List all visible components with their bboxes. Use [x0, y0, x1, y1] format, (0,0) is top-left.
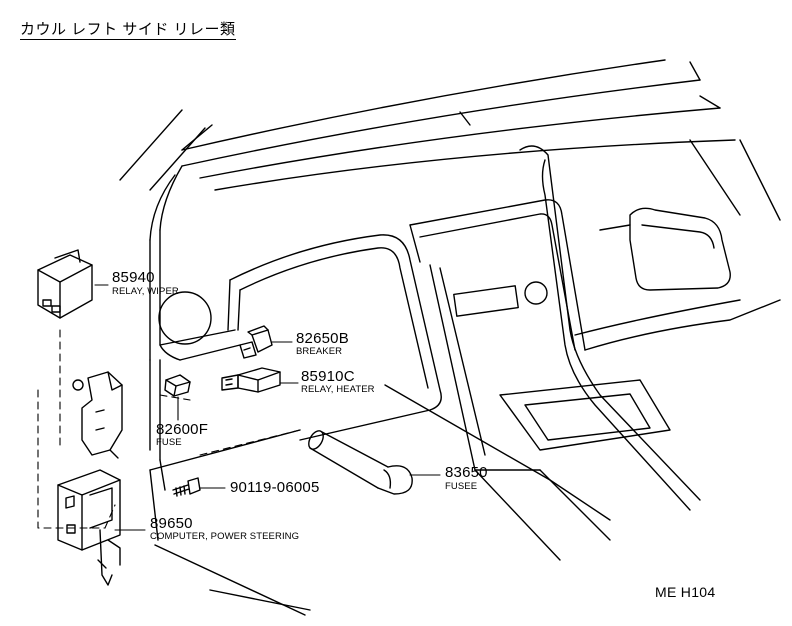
diagram-title: カウル レフト サイド リレー類 [20, 21, 236, 40]
leader-lines [94, 284, 441, 531]
part-name-computer-power-steering: COMPUTER, POWER STEERING [150, 531, 300, 542]
part-name-fuse: FUSE [156, 437, 182, 448]
part-number-89650: 89650 [150, 515, 193, 532]
part-name-relay-wiper: RELAY, WIPER [112, 286, 179, 297]
part-name-fusee: FUSEE [445, 481, 478, 492]
breaker-icon [239, 325, 273, 359]
part-number-85910c: 85910C [301, 368, 355, 385]
part-number-83650: 83650 [445, 464, 488, 481]
cowl-lines [119, 109, 213, 241]
cowl-side-panel [149, 229, 241, 361]
part-name-breaker: BREAKER [296, 346, 343, 357]
relay-wiper-icon [37, 249, 93, 319]
computer-power-steering-icon [57, 469, 121, 586]
diagram-code: ME H104 [655, 584, 716, 600]
fuse-icon [164, 374, 191, 397]
part-number-90119-06005: 90119-06005 [230, 479, 320, 496]
fusee-icon [308, 430, 413, 495]
right-dash [574, 139, 781, 351]
part-number-85940: 85940 [112, 269, 155, 286]
bracket-icon [72, 371, 123, 459]
relay-heater-icon [221, 367, 281, 393]
floor-lines [149, 359, 611, 616]
instrument-hood [227, 234, 442, 441]
bolt-icon [172, 477, 201, 497]
windshield-outline [181, 59, 736, 191]
part-number-82600f: 82600F [156, 421, 209, 438]
part-name-relay-heater: RELAY, HEATER [301, 384, 375, 395]
center-console [409, 145, 701, 561]
part-number-82650b: 82650B [296, 330, 349, 347]
